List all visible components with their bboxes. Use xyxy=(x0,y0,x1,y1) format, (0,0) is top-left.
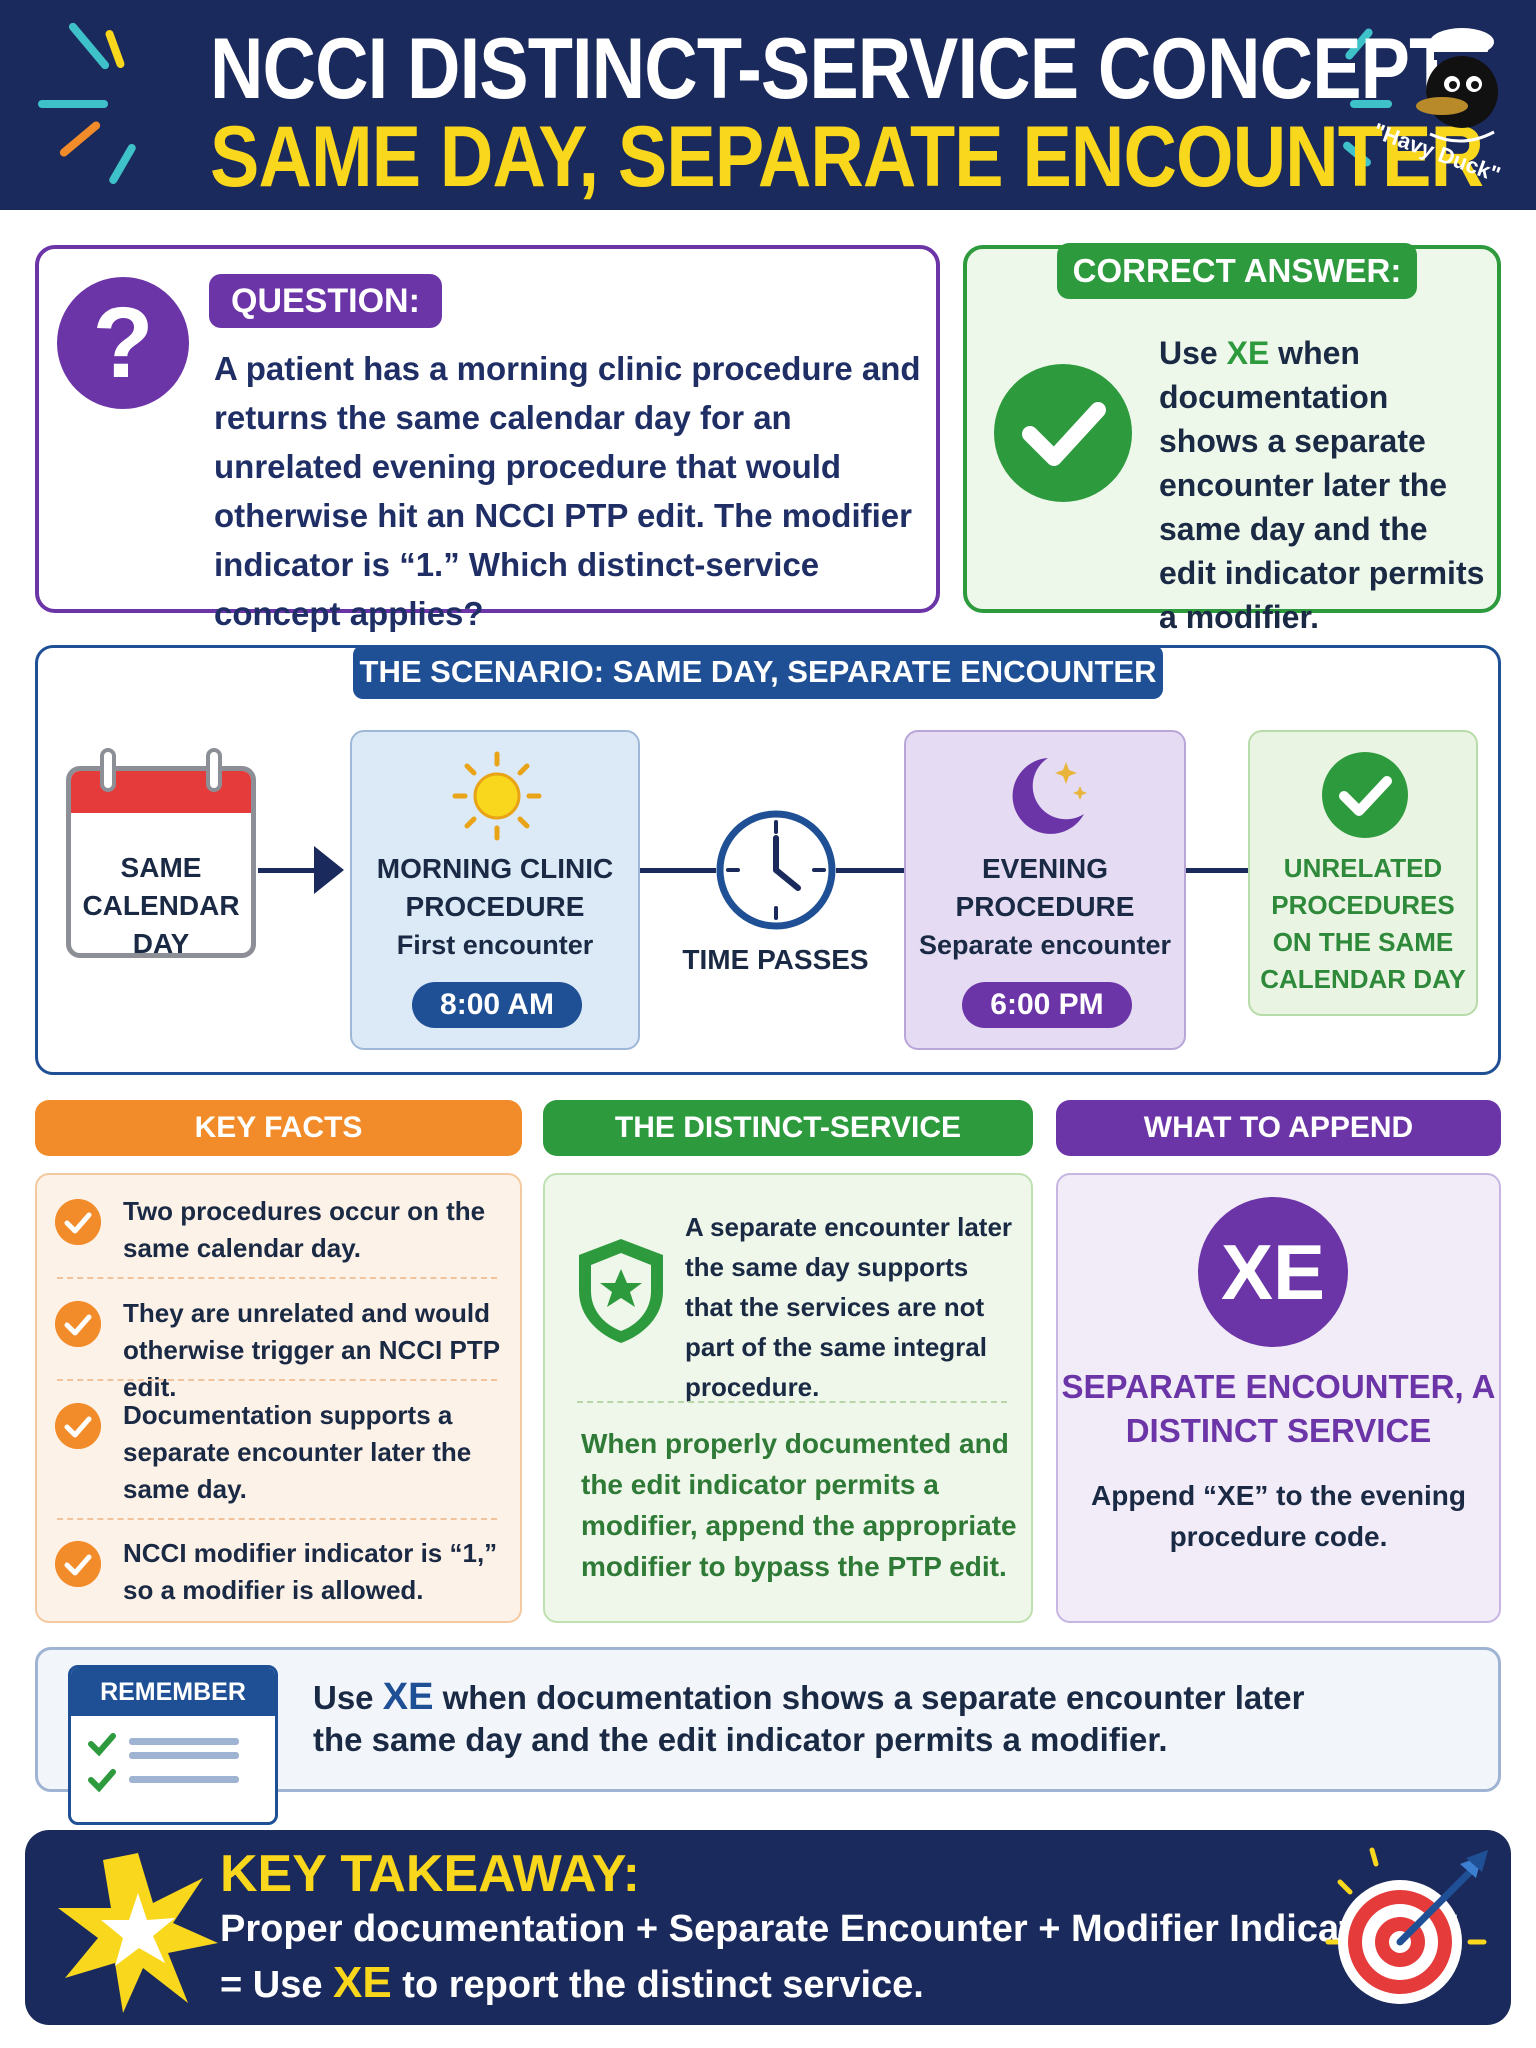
starburst-icon xyxy=(58,1853,218,2013)
append-header: WHAT TO APPEND xyxy=(1056,1100,1501,1156)
calendar-icon: SAME CALENDAR DAY xyxy=(66,748,256,959)
calendar-text: SAME CALENDAR DAY xyxy=(82,852,240,959)
answer-code: XE xyxy=(1226,335,1270,371)
takeaway-label: KEY TAKEAWAY: xyxy=(220,1845,640,1903)
key-takeaway-banner: KEY TAKEAWAY: Proper documentation + Sep… xyxy=(25,1830,1511,2025)
divider xyxy=(57,1518,497,1520)
takeaway-suffix: to report the distinct service. xyxy=(391,1964,924,2006)
key-facts-panel: Two procedures occur on the same calenda… xyxy=(35,1173,522,1623)
result-text: UNRELATED PROCEDURES ON THE SAME CALENDA… xyxy=(1260,853,1466,994)
concept-header: THE DISTINCT-SERVICE CONCEPT xyxy=(543,1100,1033,1200)
fact-text: They are unrelated and would otherwise t… xyxy=(123,1298,500,1402)
takeaway-line-2: = Use XE to report the distinct service. xyxy=(220,1958,924,2008)
takeaway-prefix: = Use xyxy=(220,1964,334,2006)
check-icon xyxy=(55,1199,101,1245)
clock-icon xyxy=(716,810,836,930)
arrow-right-icon xyxy=(314,846,344,894)
concept-panel: A separate encounter later the same day … xyxy=(543,1173,1033,1623)
remember-code: XE xyxy=(382,1676,434,1718)
checklist-lines xyxy=(88,1733,239,1793)
remember-prefix: Use xyxy=(313,1679,383,1716)
decorative-spark xyxy=(58,119,102,159)
evening-title: EVENING PROCEDURE xyxy=(955,853,1135,922)
connector-line xyxy=(258,868,318,873)
answer-prefix: Use xyxy=(1159,335,1227,371)
time-passes-label: TIME PASSES xyxy=(682,944,869,975)
calendar-ring xyxy=(100,748,116,792)
page-title: NCCI DISTINCT-SERVICE CONCEPT xyxy=(210,21,1454,117)
duck-mascot-icon xyxy=(1416,28,1498,143)
sun-icon xyxy=(452,751,542,841)
page-subtitle: SAME DAY, SEPARATE ENCOUNTER xyxy=(210,109,1484,205)
check-icon xyxy=(55,1541,101,1587)
append-panel: XE SEPARATE ENCOUNTER, A DISTINCT SERVIC… xyxy=(1056,1173,1501,1623)
calendar-header xyxy=(71,771,251,813)
answer-text: Use XE when documentation shows a separa… xyxy=(1159,331,1489,639)
check-icon xyxy=(994,364,1132,502)
remember-text: Use XE when documentation shows a separa… xyxy=(313,1676,1333,1761)
key-facts-header: KEY FACTS xyxy=(35,1100,522,1156)
divider xyxy=(577,1401,1007,1403)
morning-time-badge: 8:00 AM xyxy=(412,982,582,1028)
connector-line xyxy=(836,868,906,873)
append-text: Append “XE” to the evening procedure cod… xyxy=(1091,1480,1466,1552)
morning-title: MORNING CLINIC PROCEDURE xyxy=(376,853,614,922)
connector-line xyxy=(640,868,716,873)
header-banner: NCCI DISTINCT-SERVICE CONCEPT SAME DAY, … xyxy=(0,0,1536,210)
divider xyxy=(57,1379,497,1381)
answer-card: CORRECT ANSWER: Use XE when documentatio… xyxy=(963,243,1501,635)
shield-star-icon xyxy=(579,1239,663,1343)
concept-bottom-text: When properly documented and the edit in… xyxy=(581,1428,1017,1582)
evening-subtitle: Separate encounter xyxy=(918,930,1172,960)
moon-icon xyxy=(1012,758,1087,834)
concept-top-text: A separate encounter later the same day … xyxy=(685,1212,1013,1402)
decorative-spark xyxy=(1350,100,1392,108)
calendar-body: SAME CALENDAR DAY xyxy=(66,766,256,959)
remember-suffix: when documentation shows a separate enco… xyxy=(313,1679,1305,1758)
connector-line xyxy=(1186,868,1248,873)
remember-label: REMEMBER xyxy=(71,1668,275,1716)
result-card: UNRELATED PROCEDURES ON THE SAME CALENDA… xyxy=(1248,730,1478,1016)
divider xyxy=(57,1277,497,1279)
target-icon xyxy=(1325,1847,1488,2004)
decorative-spark xyxy=(38,100,108,108)
question-label: QUESTION: xyxy=(209,274,442,328)
decorative-spark xyxy=(107,142,138,186)
morning-procedure-card: MORNING CLINIC PROCEDURE First encounter… xyxy=(350,730,640,1050)
takeaway-line-1: Proper documentation + Separate Encounte… xyxy=(220,1908,1460,1950)
question-text: A patient has a morning clinic procedure… xyxy=(214,350,921,632)
check-icon xyxy=(55,1403,101,1449)
fact-text: NCCI modifier indicator is “1,” so a mod… xyxy=(123,1538,498,1605)
scenario-panel: THE SCENARIO: SAME DAY, SEPARATE ENCOUNT… xyxy=(35,645,1501,1075)
takeaway-code: XE xyxy=(333,1958,392,2007)
check-icon xyxy=(1322,752,1408,838)
morning-subtitle: First encounter xyxy=(396,930,594,960)
scenario-label: THE SCENARIO: SAME DAY, SEPARATE ENCOUNT… xyxy=(353,645,1163,699)
decorative-spark xyxy=(67,21,111,71)
fact-text: Two procedures occur on the same calenda… xyxy=(123,1196,486,1263)
question-mark-icon: ? xyxy=(57,277,189,409)
append-title: SEPARATE ENCOUNTER, A DISTINCT SERVICE xyxy=(1061,1368,1496,1449)
evening-procedure-card: EVENING PROCEDURE Separate encounter 6:0… xyxy=(904,730,1186,1050)
question-card: ? QUESTION: A patient has a morning clin… xyxy=(35,245,940,632)
calendar-ring xyxy=(206,748,222,792)
check-icon xyxy=(55,1301,101,1347)
remember-banner: REMEMBER Use XE when documentation shows… xyxy=(35,1647,1501,1825)
modifier-code-badge: XE xyxy=(1198,1197,1348,1347)
answer-label: CORRECT ANSWER: xyxy=(1057,243,1417,299)
checklist-icon: REMEMBER xyxy=(68,1665,278,1825)
fact-text: Documentation supports a separate encoun… xyxy=(123,1400,472,1504)
answer-suffix: when documentation shows a separate enco… xyxy=(1159,335,1485,635)
evening-time-badge: 6:00 PM xyxy=(962,982,1132,1028)
